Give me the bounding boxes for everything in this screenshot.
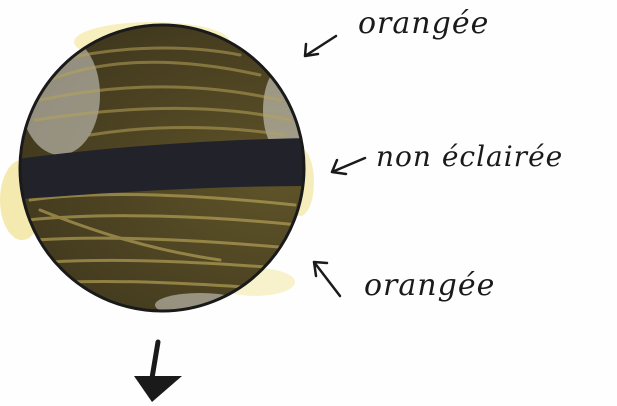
arrow-middle — [332, 158, 365, 174]
arrow-bottom — [314, 262, 340, 296]
label-orangee-top: orangée — [358, 6, 489, 41]
arrow-down-icon — [134, 342, 182, 402]
label-orangee-bottom: orangée — [364, 268, 495, 303]
arrow-top — [305, 36, 336, 56]
label-non-eclairee: non éclairée — [376, 140, 563, 173]
